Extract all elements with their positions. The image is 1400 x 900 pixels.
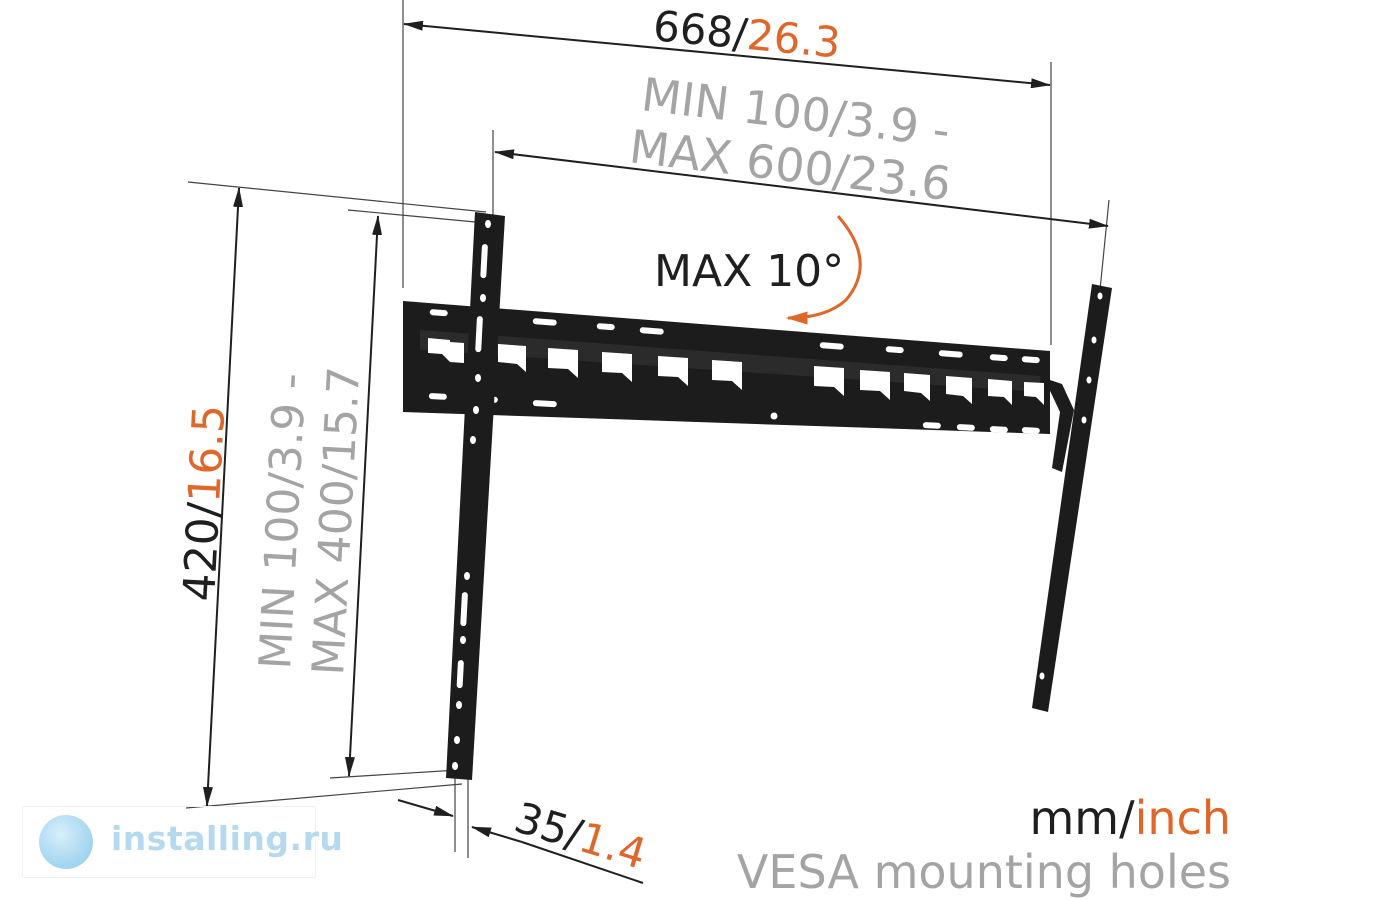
total-height-mm: 420	[174, 516, 229, 603]
units-sep: /	[1119, 791, 1135, 845]
total-width-mm: 668	[651, 1, 735, 57]
total-width-arrow	[403, 20, 1051, 89]
units-inch: inch	[1135, 791, 1231, 845]
installing-logo-icon	[39, 815, 93, 869]
depth-underline	[521, 841, 644, 884]
depth-inch: 1.4	[574, 812, 652, 878]
total-height-inch: 16.5	[179, 403, 235, 504]
watermark: installing.ru	[22, 806, 343, 878]
depth-arrow-left	[397, 799, 454, 817]
tilt-label: MAX 10°	[654, 246, 844, 297]
depth-arrow-right	[471, 826, 523, 843]
depth-label: 35/1.4	[509, 793, 652, 879]
rail-hooks	[428, 338, 1044, 405]
units-mm: mm	[1029, 791, 1119, 845]
total-width-inch: 26.3	[745, 10, 843, 68]
watermark-text: installing.ru	[111, 819, 344, 858]
units-legend: mm/inch	[1029, 791, 1231, 845]
total-width-label: 668/26.3	[651, 1, 843, 67]
vesa-vertical-arrow	[344, 215, 383, 777]
vesa-horizontal-arrow	[494, 149, 1109, 229]
wall-rail	[403, 301, 1050, 434]
rail-slots-bottom	[428, 321, 1040, 434]
total-height-label: 420/16.5	[174, 403, 235, 602]
dimension-arrows	[202, 20, 1109, 884]
left-tv-arm	[446, 212, 505, 780]
total-height-arrow	[202, 187, 244, 807]
tilt-arc-icon	[785, 215, 862, 325]
total-width-sep: /	[731, 9, 751, 59]
total-height-sep: /	[178, 501, 230, 519]
right-tv-arm	[1032, 284, 1112, 712]
vesa-caption: VESA mounting holes	[737, 845, 1231, 899]
